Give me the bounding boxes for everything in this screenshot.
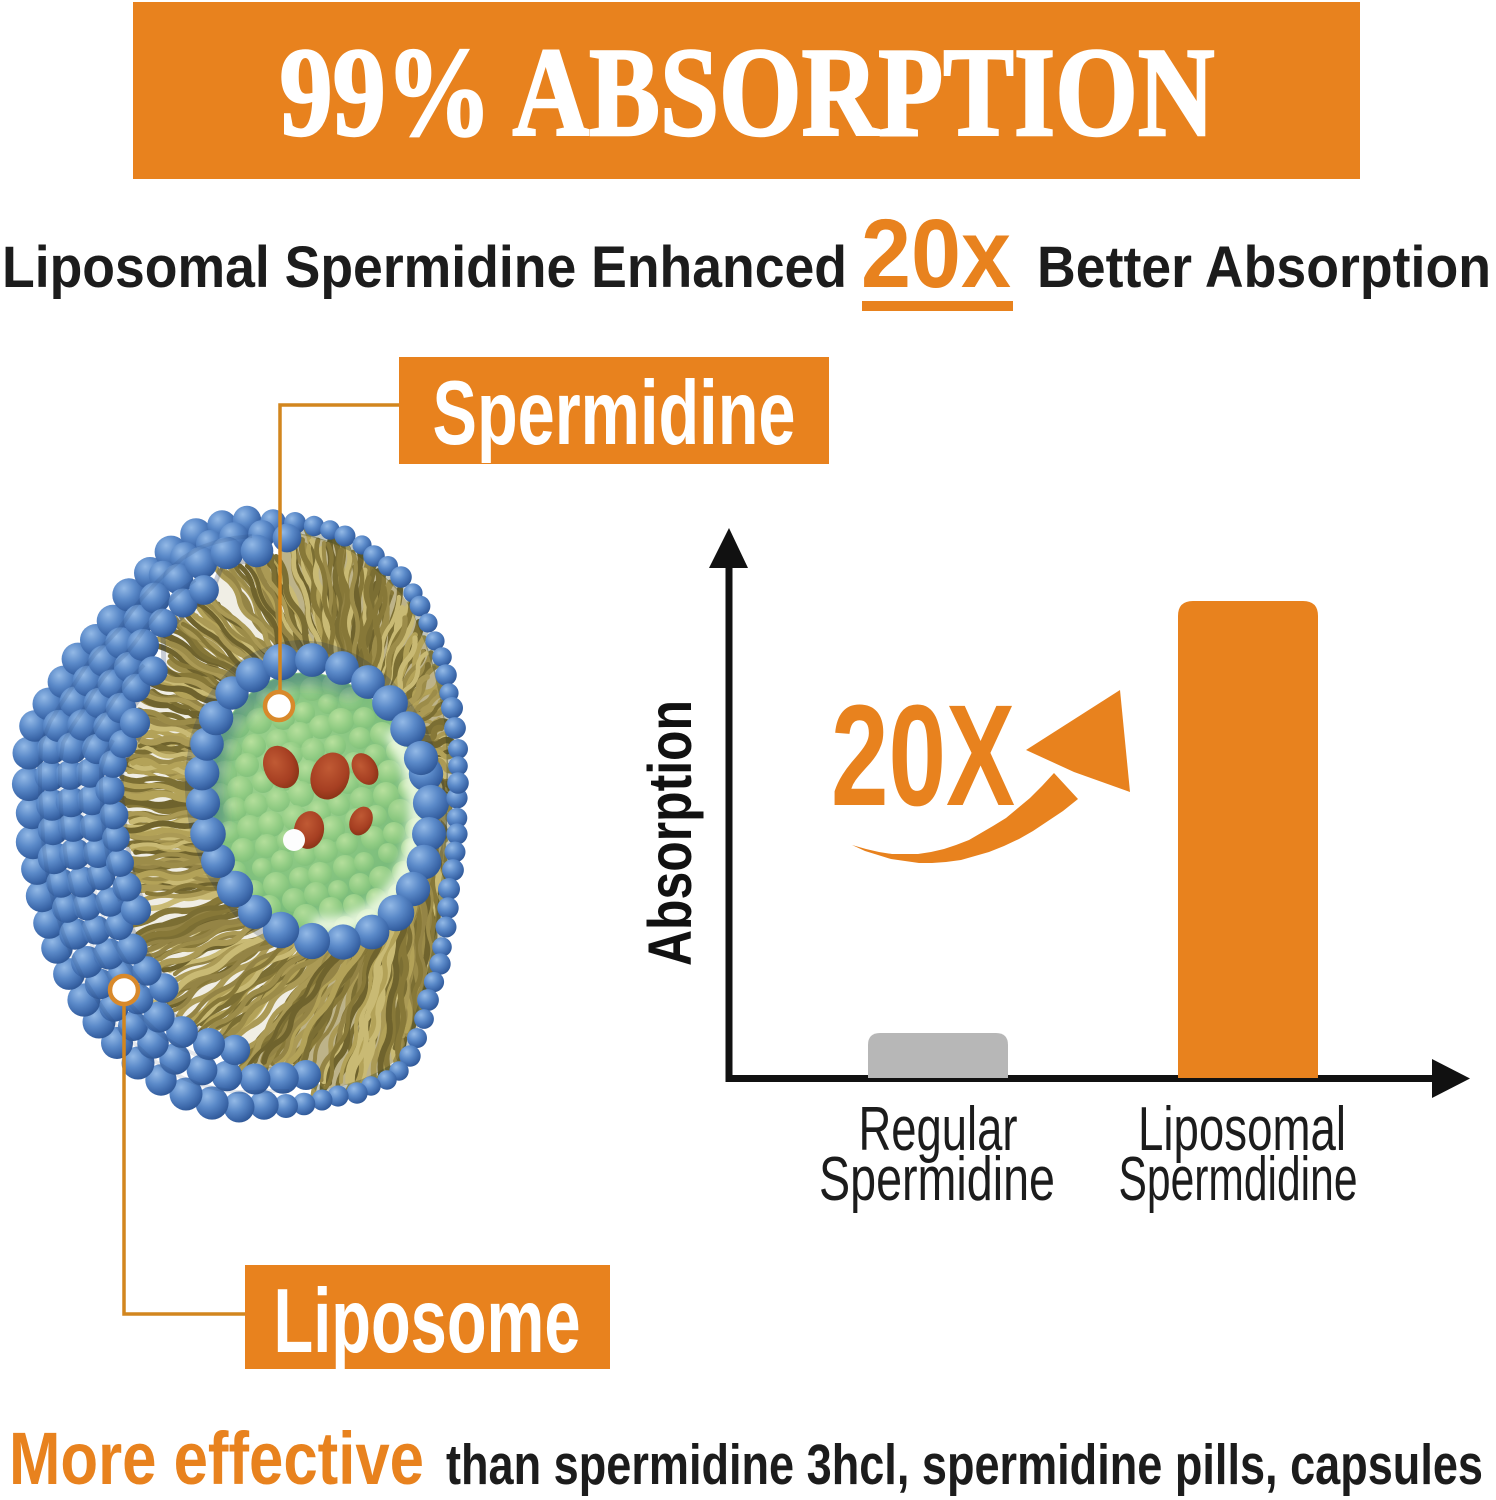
svg-text:20x: 20x: [861, 199, 1011, 308]
svg-text:More effective: More effective: [9, 1417, 424, 1500]
svg-text:Spermdidine: Spermdidine: [1119, 1145, 1358, 1214]
svg-text:Regular: Regular: [859, 1095, 1018, 1164]
svg-text:99% ABSORPTION: 99% ABSORPTION: [280, 23, 1215, 163]
svg-text:Liposome: Liposome: [274, 1271, 581, 1372]
svg-text:Liposomal: Liposomal: [1138, 1095, 1346, 1164]
svg-text:Liposomal Spermidine Enhanced: Liposomal Spermidine Enhanced: [2, 235, 847, 300]
svg-text:Spermidine: Spermidine: [819, 1145, 1055, 1214]
svg-text:Better Absorption: Better Absorption: [1037, 235, 1491, 300]
svg-text:Absorption: Absorption: [636, 700, 704, 966]
svg-text:than spermidine 3hcl, spermidi: than spermidine 3hcl, spermidine pills, …: [446, 1433, 1483, 1497]
svg-text:20X: 20X: [831, 675, 1015, 836]
svg-text:Spermidine: Spermidine: [433, 363, 796, 464]
